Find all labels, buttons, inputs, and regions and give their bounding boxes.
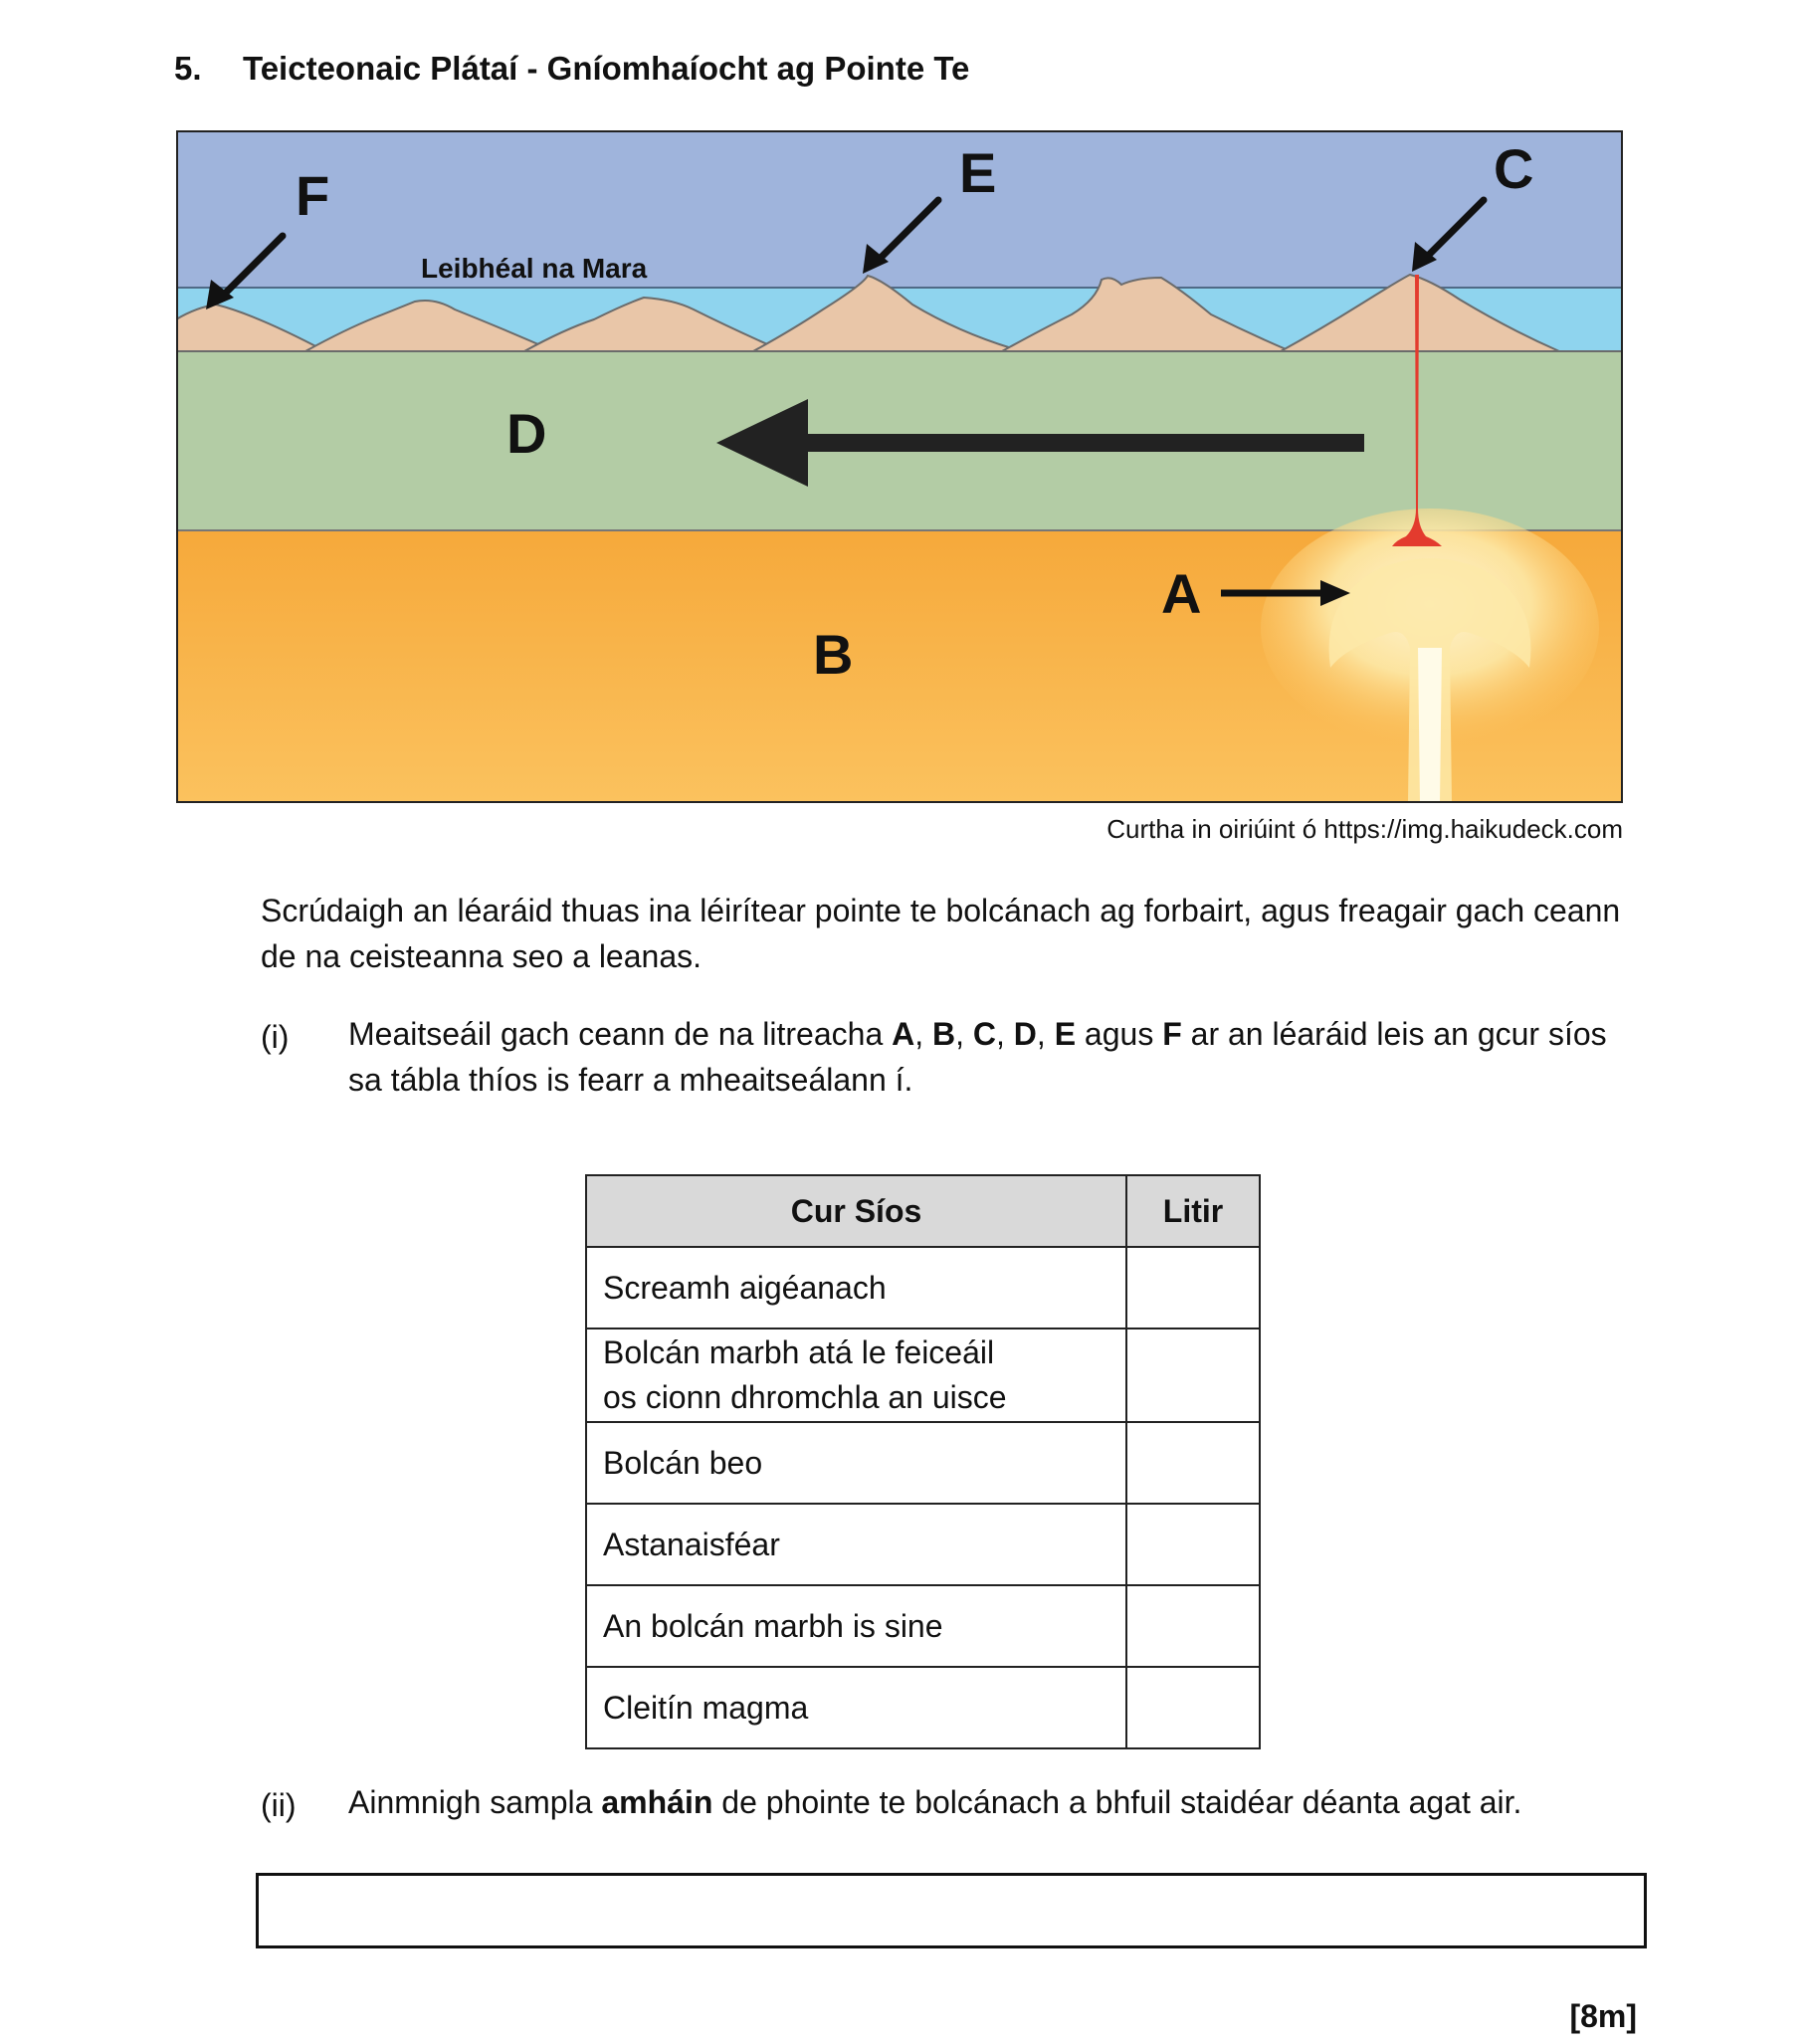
label-f: F — [296, 164, 329, 227]
row-description: Cleitín magma — [585, 1666, 1127, 1749]
label-d: D — [506, 402, 546, 465]
part-i-text: Meaitseáil gach ceann de na litreacha A,… — [348, 1016, 1607, 1098]
row-description: An bolcán marbh is sine — [585, 1584, 1127, 1668]
plate-motion-arrow — [716, 399, 1364, 487]
label-e: E — [959, 141, 996, 204]
table-row: Bolcán beo — [585, 1421, 1261, 1505]
hotspot-diagram: F E C D A B Leibhéal na Mara — [176, 130, 1623, 803]
label-c: C — [1494, 137, 1533, 200]
row-description: Bolcán beo — [585, 1421, 1127, 1505]
volcanic-islands — [176, 273, 1560, 352]
intro-paragraph: Scrúdaigh an léaráid thuas ina léirítear… — [261, 893, 1621, 974]
label-arrows — [217, 196, 1488, 302]
table-row: An bolcán marbh is sine — [585, 1584, 1261, 1668]
question-title: Teicteonaic Plátaí - Gníomhaíocht ag Poi… — [243, 50, 970, 87]
matching-table-container: Cur Síos Litir Screamh aigéanach Bolcán … — [585, 1174, 1261, 1749]
label-a: A — [1161, 562, 1201, 625]
island-e — [752, 274, 1023, 352]
part-i-label: (i) — [261, 1019, 290, 1055]
matching-table: Cur Síos Litir Screamh aigéanach Bolcán … — [585, 1174, 1261, 1749]
question-number: 5. — [174, 50, 202, 87]
label-b: B — [813, 623, 853, 686]
row-description: Screamh aigéanach — [585, 1246, 1127, 1329]
header-letter: Litir — [1125, 1174, 1261, 1248]
table-row: Cleitín magma — [585, 1666, 1261, 1749]
row-description: Astanaisféar — [585, 1503, 1127, 1586]
island-c — [1280, 273, 1560, 352]
letter-answer-cell[interactable] — [1125, 1421, 1261, 1505]
part-ii-text: Ainmnigh sampla amháin de phointe te bol… — [348, 1784, 1522, 1820]
table-row: Astanaisféar — [585, 1503, 1261, 1586]
magma-conduit — [1392, 275, 1442, 546]
island-5 — [1001, 276, 1292, 352]
letter-answer-cell[interactable] — [1125, 1246, 1261, 1329]
letter-answer-cell[interactable] — [1125, 1503, 1261, 1586]
sea-level-label: Leibhéal na Mara — [421, 253, 648, 284]
letter-answer-cell[interactable] — [1125, 1666, 1261, 1749]
table-row: Screamh aigéanach — [585, 1246, 1261, 1329]
letter-answer-cell[interactable] — [1125, 1328, 1261, 1423]
part-ii-label: (ii) — [261, 1787, 297, 1823]
marks-total: [8m] — [1569, 1998, 1637, 2034]
island-3 — [523, 296, 784, 352]
island-2 — [304, 300, 555, 352]
answer-box[interactable] — [256, 1873, 1647, 1948]
island-f — [176, 303, 326, 352]
figure-caption: Curtha in oiriúint ó https://img.haikude… — [1106, 814, 1623, 844]
magma-plume — [1261, 509, 1599, 803]
letter-answer-cell[interactable] — [1125, 1584, 1261, 1668]
header-description: Cur Síos — [585, 1174, 1127, 1248]
sky — [176, 130, 1623, 288]
